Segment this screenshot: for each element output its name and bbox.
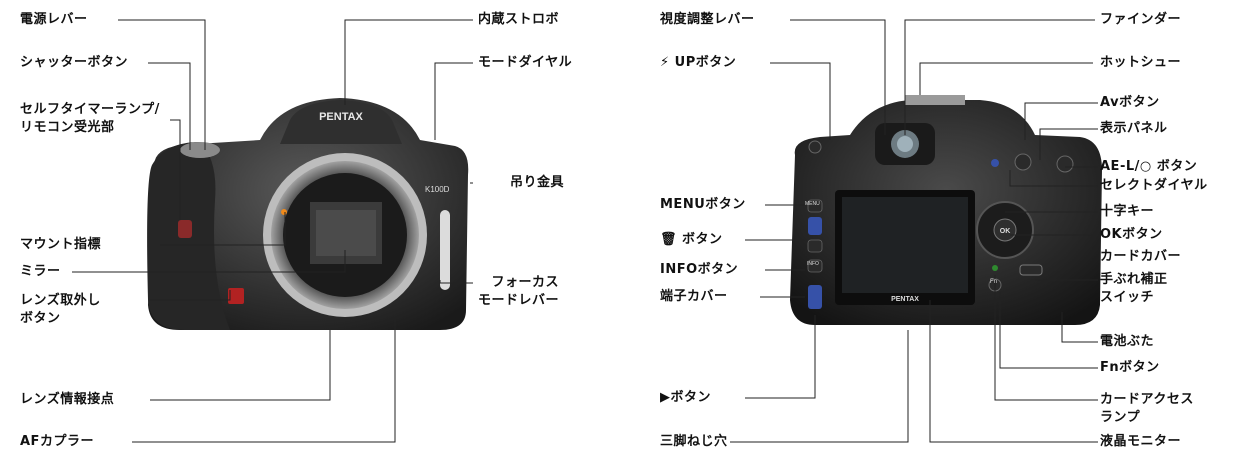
line-tripod bbox=[730, 330, 909, 443]
line-av bbox=[1024, 102, 1098, 140]
line-fn bbox=[999, 292, 1098, 369]
line-lcd-panel bbox=[1039, 128, 1098, 160]
line-mirror bbox=[72, 250, 346, 273]
menu-button-text: MENU bbox=[805, 201, 820, 207]
label-menu-button: MENUボタン bbox=[660, 197, 746, 212]
label-fn-button: Fnボタン bbox=[1100, 360, 1160, 375]
label-focus-mode-lever: フォーカス モードレバー bbox=[478, 275, 560, 308]
line-diopter bbox=[790, 19, 886, 135]
label-mode-dial: モードダイヤル bbox=[478, 55, 573, 70]
label-af-coupler: AFカプラー bbox=[20, 434, 94, 449]
label-lens-release: レンズ取外し ボタン bbox=[20, 293, 101, 326]
line-self-timer bbox=[170, 119, 181, 220]
line-shutter-button bbox=[148, 62, 191, 150]
back-camera-illustration: PENTAX OK bbox=[790, 95, 1102, 325]
label-self-timer-lamp: セルフタイマーランプ/ リモコン受光部 bbox=[20, 102, 160, 135]
label-play-button: ▶ボタン bbox=[660, 390, 711, 405]
label-lcd-panel: 表示パネル bbox=[1100, 121, 1168, 136]
label-ok-button: OKボタン bbox=[1100, 227, 1163, 242]
line-lens-info bbox=[150, 330, 331, 401]
label-mirror: ミラー bbox=[20, 264, 61, 279]
label-flash-up-button: ⚡ UPボタン bbox=[660, 55, 737, 70]
line-mount-index bbox=[160, 212, 286, 246]
label-terminal-cover: 端子カバー bbox=[660, 289, 728, 304]
line-flash-up bbox=[770, 62, 831, 140]
label-select-dial: セレクトダイヤル bbox=[1100, 178, 1208, 193]
fn-button-text: Fn bbox=[990, 279, 998, 285]
label-lcd-monitor: 液晶モニター bbox=[1100, 434, 1182, 449]
label-tripod-socket: 三脚ねじ穴 bbox=[660, 434, 728, 449]
line-af-coupler bbox=[132, 320, 396, 443]
label-viewfinder: ファインダー bbox=[1100, 12, 1182, 27]
label-shutter-button: シャッターボタン bbox=[20, 55, 129, 70]
front-model-text: K100D bbox=[425, 185, 450, 194]
label-four-way: 十字キー bbox=[1100, 204, 1155, 219]
ok-button-text: OK bbox=[1000, 228, 1011, 235]
line-battery bbox=[1061, 312, 1098, 343]
label-power-lever: 電源レバー bbox=[20, 12, 88, 27]
line-mode-dial bbox=[434, 62, 473, 140]
label-shake-reduction: 手ぶれ補正 スイッチ bbox=[1100, 272, 1168, 305]
line-focus-mode bbox=[439, 280, 473, 284]
line-power-lever bbox=[118, 19, 206, 150]
label-strap-lug: 吊り金具 bbox=[510, 175, 565, 190]
line-card-lamp bbox=[994, 275, 1098, 401]
label-hot-shoe: ホットシュー bbox=[1100, 55, 1182, 70]
label-card-cover: カードカバー bbox=[1100, 249, 1182, 264]
label-info-button: INFOボタン bbox=[660, 262, 739, 277]
line-select-dial bbox=[1009, 170, 1098, 187]
line-viewfinder bbox=[904, 19, 1095, 135]
back-brand-logo: PENTAX bbox=[891, 296, 919, 303]
line-lens-release bbox=[150, 290, 231, 301]
label-built-in-flash: 内蔵ストロボ bbox=[478, 12, 560, 27]
label-card-access-lamp: カードアクセス ランプ bbox=[1100, 392, 1194, 425]
info-button-text: INFO bbox=[807, 261, 819, 267]
label-lens-info-contacts: レンズ情報接点 bbox=[20, 392, 115, 407]
front-brand-logo: PENTAX bbox=[319, 111, 363, 123]
line-hot-shoe bbox=[919, 62, 1093, 95]
label-diopter-lever: 視度調整レバー bbox=[660, 12, 755, 27]
line-play bbox=[745, 315, 816, 399]
label-battery-cover: 電池ぶた bbox=[1100, 334, 1155, 349]
label-mount-index: マウント指標 bbox=[20, 237, 102, 252]
label-av-button: Avボタン bbox=[1100, 95, 1160, 110]
label-ae-lock-button: AE-L/○ ボタン bbox=[1100, 159, 1198, 174]
label-delete-button: 🗑 ボタン bbox=[660, 232, 723, 247]
line-lcd-monitor bbox=[929, 300, 1098, 443]
line-built-in-flash bbox=[344, 19, 473, 105]
